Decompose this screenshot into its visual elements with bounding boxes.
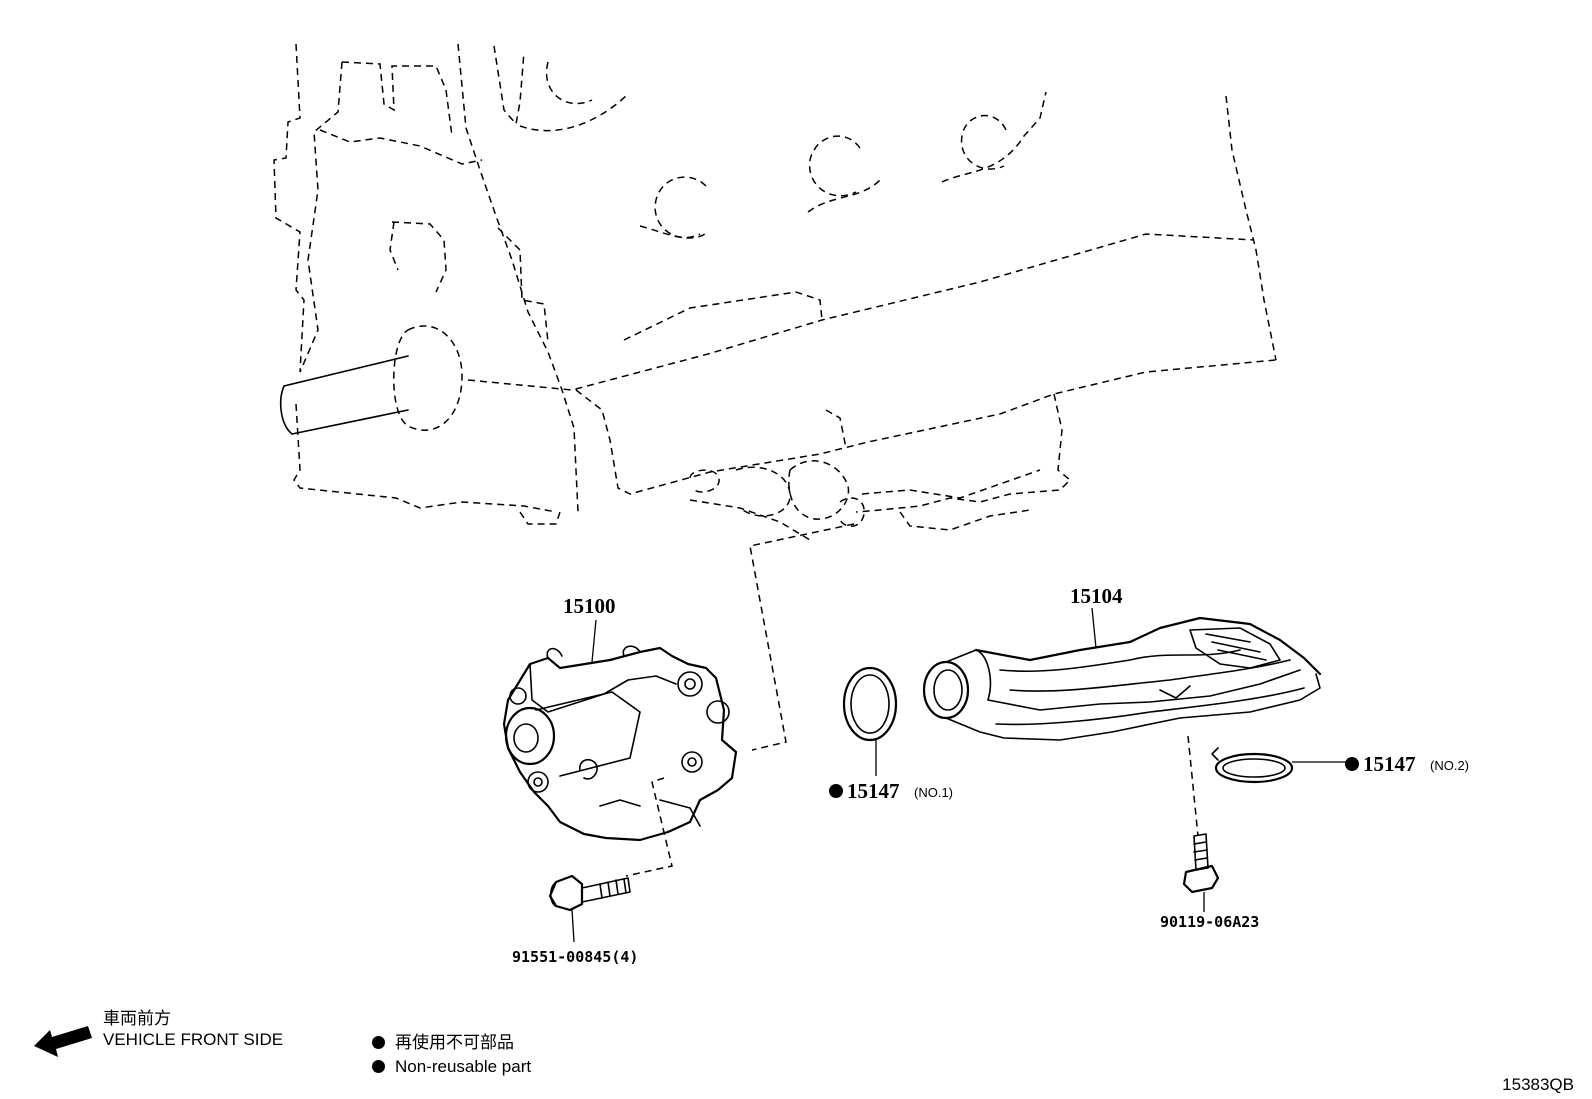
non-reusable-dot-icon — [372, 1036, 385, 1049]
leader-15100 — [591, 619, 597, 663]
part-suffix-no1: (NO.1) — [914, 785, 953, 800]
part-number-15147-no1[interactable]: 15147 — [847, 779, 900, 803]
vehicle-front-label-ja: 車両前方 — [103, 1009, 171, 1028]
part-number-15100[interactable]: 15100 — [563, 594, 616, 618]
legend-item-en: Non-reusable part — [372, 1056, 531, 1077]
strainer-bolt-line — [1187, 735, 1199, 837]
non-reusable-mark-no2 — [1345, 757, 1359, 771]
leader-91551 — [571, 909, 575, 943]
gasket-no1-illustration[interactable] — [842, 666, 898, 742]
pump-mount-line — [749, 523, 855, 751]
oil-pump-illustration[interactable] — [502, 645, 738, 842]
diagram-code: 15383QB — [1502, 1075, 1574, 1094]
legend-label-ja: 再使用不可部品 — [395, 1033, 514, 1052]
vehicle-front-label: 車両前方 VEHICLE FRONT SIDE — [103, 1008, 283, 1050]
oil-strainer-illustration[interactable] — [922, 616, 1322, 741]
part-number-15104[interactable]: 15104 — [1070, 584, 1123, 608]
leader-15104 — [1091, 607, 1097, 649]
bolt-mount-line — [625, 777, 673, 877]
non-reusable-mark-no1 — [829, 784, 843, 798]
gasket-no2-illustration[interactable] — [1211, 747, 1294, 784]
legend-label-en: Non-reusable part — [395, 1057, 532, 1076]
part-number-90119-06A23[interactable]: 90119-06A23 — [1160, 913, 1259, 931]
strainer-bolt-illustration[interactable] — [1182, 833, 1220, 894]
legend-item-ja: 再使用不可部品 — [372, 1032, 531, 1053]
part-number-91551-00845[interactable]: 91551-00845(4) — [512, 948, 638, 966]
vehicle-front-label-en: VEHICLE FRONT SIDE — [103, 1030, 284, 1049]
part-number-15147-no2[interactable]: 15147 — [1363, 752, 1416, 776]
vehicle-front-arrow-icon — [34, 1026, 92, 1057]
legend: 再使用不可部品 Non-reusable part — [372, 1032, 531, 1077]
engine-block-outline — [273, 43, 1277, 541]
non-reusable-dot-icon — [372, 1060, 385, 1073]
pump-bolt-illustration[interactable] — [548, 874, 631, 912]
part-suffix-no2: (NO.2) — [1430, 758, 1469, 773]
